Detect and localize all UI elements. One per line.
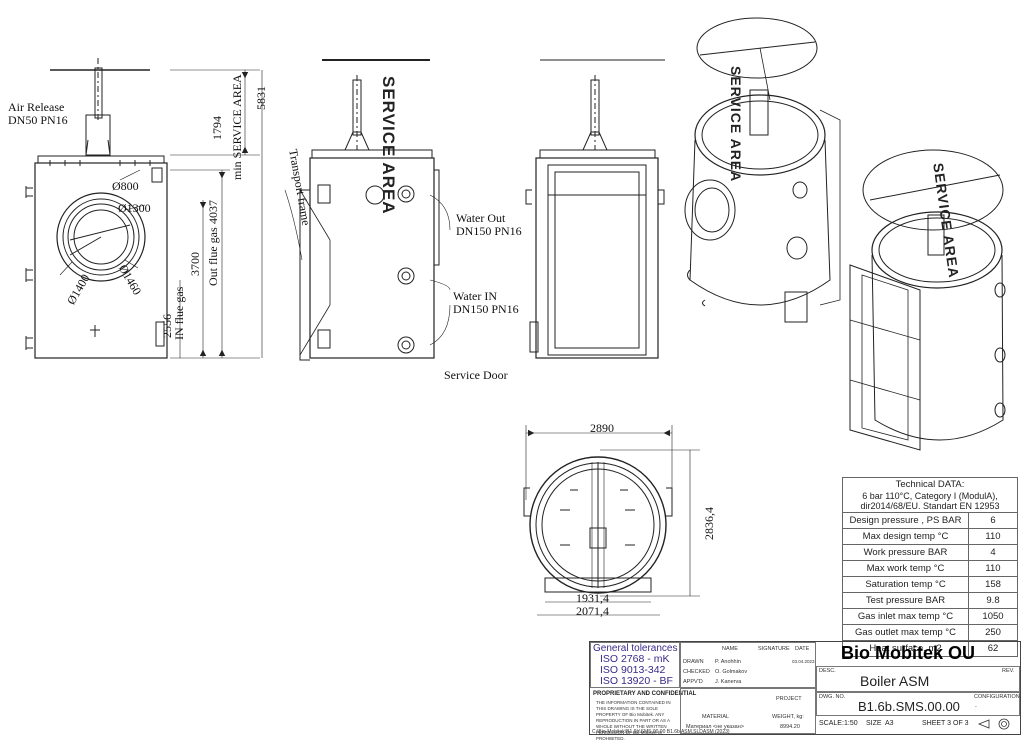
row-label: Gas outlet max temp °C xyxy=(842,624,969,641)
water-in-label: Water IN xyxy=(453,289,498,303)
scale-label: SCALE: xyxy=(819,720,844,727)
dwg-no-header: DWG. NO. xyxy=(819,694,846,700)
row-value: 110 xyxy=(968,528,1018,545)
appvd-name: J. Kanerva xyxy=(715,679,742,685)
name-header: NAME xyxy=(722,646,738,652)
scale-value: 1:50 xyxy=(844,720,858,727)
rev-header: REV. xyxy=(1002,668,1015,674)
row-value: 9.8 xyxy=(968,592,1018,609)
weight-value: 8994.20 xyxy=(780,724,800,730)
service-area-label: SERVICE AREA xyxy=(379,76,398,215)
water-out-label: Water Out xyxy=(456,211,506,225)
desc-header: DESC. xyxy=(819,668,836,674)
row-label: Work pressure BAR xyxy=(842,544,969,561)
dim-2836: 2836,4 xyxy=(702,507,716,540)
dim-5831: 5831 xyxy=(254,86,268,110)
dim-2071: 2071,4 xyxy=(576,604,609,618)
service-area-label-iso1: SERVICE AREA xyxy=(728,66,744,183)
tolerance-iso13920: ISO 13920 - BF xyxy=(600,675,673,687)
title-block: General tolerances ISO 2768 - mK ISO 901… xyxy=(589,641,1021,741)
out-flue-gas-label: Out flue gas xyxy=(206,227,220,286)
row-value: 250 xyxy=(968,624,1018,641)
checked-name: O. Golmakov xyxy=(715,669,748,675)
size-label: SIZE xyxy=(866,720,882,727)
file-path: C:\Bio-Mobitek\B1.6b\SMS.00.00 B1.6b ASM… xyxy=(592,729,730,735)
row-label: Test pressure BAR xyxy=(842,592,969,609)
row-value: 110 xyxy=(968,560,1018,577)
drawing-number: B1.6b.SMS.00.00 xyxy=(858,699,960,714)
dim-3700: 3700 xyxy=(188,252,202,276)
row-label: Max work temp °C xyxy=(842,560,969,577)
side-view xyxy=(284,59,451,361)
air-release-spec: DN50 PN16 xyxy=(8,113,68,127)
appvd-label: APPV'D xyxy=(683,679,703,685)
water-out-spec: DN150 PN16 xyxy=(456,224,522,238)
drawn-name: P. Anohhin xyxy=(715,659,741,665)
weight-label: WEIGHT, kg: xyxy=(772,714,804,720)
project-cell xyxy=(680,688,816,734)
names-cell xyxy=(680,642,816,688)
water-in-spec: DN150 PN16 xyxy=(453,302,519,316)
top-view xyxy=(523,425,700,616)
material-value: Материал <не указан> xyxy=(686,724,744,730)
dim-2556: 2556 xyxy=(160,314,174,338)
row-value: 158 xyxy=(968,576,1018,593)
dim-1794: 1794 xyxy=(210,116,224,140)
dim-4037: 4037 xyxy=(206,200,220,224)
proprietary-label: PROPRIETARY AND CONFIDENTIAL xyxy=(593,691,697,697)
configuration-value: - xyxy=(975,704,977,710)
row-label: Saturation temp °C xyxy=(842,576,969,593)
dim-2890: 2890 xyxy=(590,421,614,435)
checked-label: CHECKED xyxy=(683,669,710,675)
isometric-view-1 xyxy=(684,17,841,323)
drawn-date: 03.04.2023 xyxy=(792,659,815,664)
dwg-no-cell xyxy=(816,692,1020,716)
dim-d800: Ø800 xyxy=(112,179,139,193)
row-value: 6 xyxy=(968,512,1018,529)
isometric-view-2 xyxy=(849,149,1006,451)
tolerance-iso2768: ISO 2768 - mK xyxy=(600,653,670,665)
rear-view xyxy=(525,59,665,359)
min-service-area-label: min SERVICE AREA xyxy=(230,74,244,180)
row-value: 4 xyxy=(968,544,1018,561)
sheet-number: SHEET 3 OF 3 xyxy=(922,720,969,727)
row-label: Max design temp °C xyxy=(842,528,969,545)
dim-d1300: Ø1300 xyxy=(118,201,151,215)
desc-cell xyxy=(816,666,1020,692)
company-name: Bio Mobitek OU xyxy=(841,643,975,663)
row-label: Gas inlet max temp °C xyxy=(842,608,969,625)
date-header: DATE xyxy=(795,646,810,652)
tolerance-iso9013: ISO 9013-342 xyxy=(600,664,666,676)
technical-data-table: Technical DATA: 6 bar 110°C, Category I … xyxy=(842,477,1018,657)
drawn-label: DRAWN xyxy=(683,659,704,665)
service-door-label: Service Door xyxy=(444,368,508,382)
dim-1931: 1931,4 xyxy=(576,591,609,605)
tolerances-cell xyxy=(590,642,680,688)
project-label: PROJECT xyxy=(776,696,802,702)
general-tolerances-label: General tolerances xyxy=(593,643,678,654)
drawing-description: Boiler ASM xyxy=(860,673,930,689)
signature-header: SIGNATURE xyxy=(758,646,790,652)
row-label: Design pressure , PS BAR xyxy=(842,512,969,529)
row-value: 1050 xyxy=(968,608,1018,625)
configuration-header: CONFIGURATION xyxy=(974,694,1020,700)
front-view xyxy=(25,58,263,359)
technical-data-title: Technical DATA: xyxy=(842,477,1018,490)
size-value: A3 xyxy=(885,720,894,727)
technical-data-subtitle: 6 bar 110°C, Category I (ModulA), dir201… xyxy=(842,490,1018,513)
projection-symbol-icon xyxy=(977,718,1010,730)
material-label: MATERIAL xyxy=(702,714,730,720)
air-release-label: Air Release xyxy=(8,100,65,114)
